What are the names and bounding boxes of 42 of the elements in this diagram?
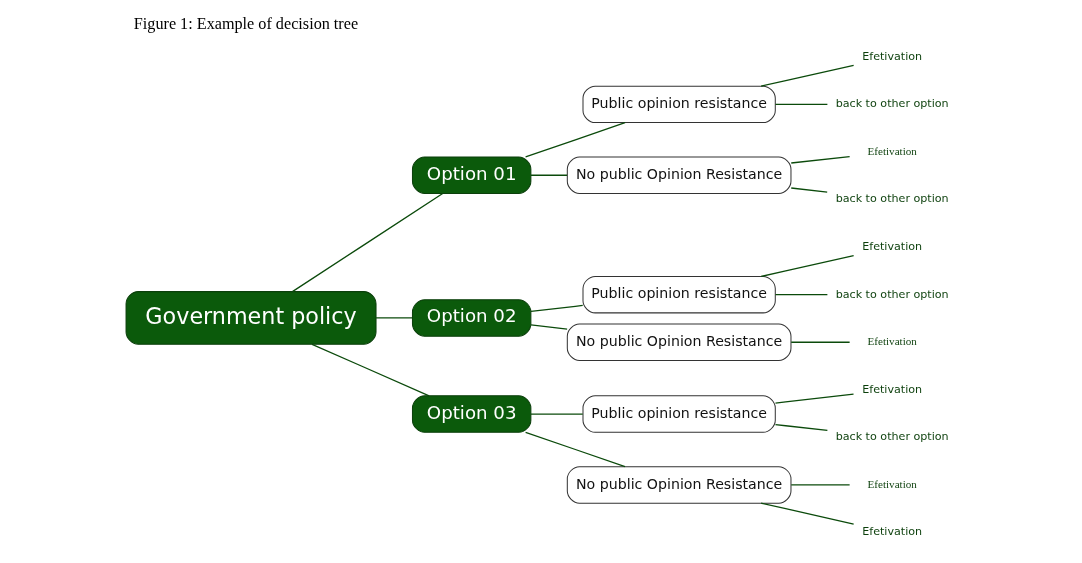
- connector: [760, 502, 854, 525]
- connector: [291, 192, 443, 293]
- connector: [310, 343, 430, 397]
- connector: [529, 174, 568, 176]
- node-box: No public Opinion Resistance: [566, 323, 791, 361]
- node-box: Option 03: [411, 395, 531, 433]
- connector: [760, 254, 854, 278]
- connector: [790, 484, 850, 486]
- node-box: Public opinion resistance: [582, 85, 776, 124]
- connector: [760, 64, 854, 87]
- connector: [374, 317, 413, 319]
- connector: [529, 324, 568, 330]
- connector: [774, 393, 854, 404]
- connector: [790, 187, 828, 193]
- connector: [524, 431, 626, 468]
- node-text: Efetivation: [866, 477, 917, 490]
- node-box: Option 01: [411, 156, 531, 194]
- node-text: Efetivation: [866, 335, 917, 348]
- connector: [774, 423, 828, 431]
- node-box: No public Opinion Resistance: [566, 156, 791, 194]
- connector: [524, 122, 626, 158]
- node-text: Efetivation: [861, 239, 922, 253]
- connector: [529, 304, 583, 312]
- node-box: Government policy: [125, 291, 377, 345]
- node-text: Efetivation: [866, 144, 917, 157]
- connector: [529, 413, 583, 415]
- node-text: Efetivation: [861, 525, 922, 539]
- node-text: back to other option: [835, 97, 949, 111]
- connector: [790, 155, 850, 164]
- node-box: No public Opinion Resistance: [566, 466, 791, 504]
- node-text: back to other option: [835, 430, 949, 444]
- node-box: Public opinion resistance: [582, 275, 776, 314]
- node-text: Efetivation: [861, 382, 922, 396]
- node-text: back to other option: [835, 287, 949, 301]
- node-text: back to other option: [835, 192, 949, 206]
- connector: [790, 341, 850, 343]
- node-text: Efetivation: [861, 49, 922, 63]
- node-box: Option 02: [411, 299, 531, 337]
- connector: [774, 103, 828, 106]
- caption: Figure 1: Example of decision tree: [133, 15, 358, 34]
- node-box: Public opinion resistance: [582, 395, 776, 433]
- connector: [774, 294, 828, 296]
